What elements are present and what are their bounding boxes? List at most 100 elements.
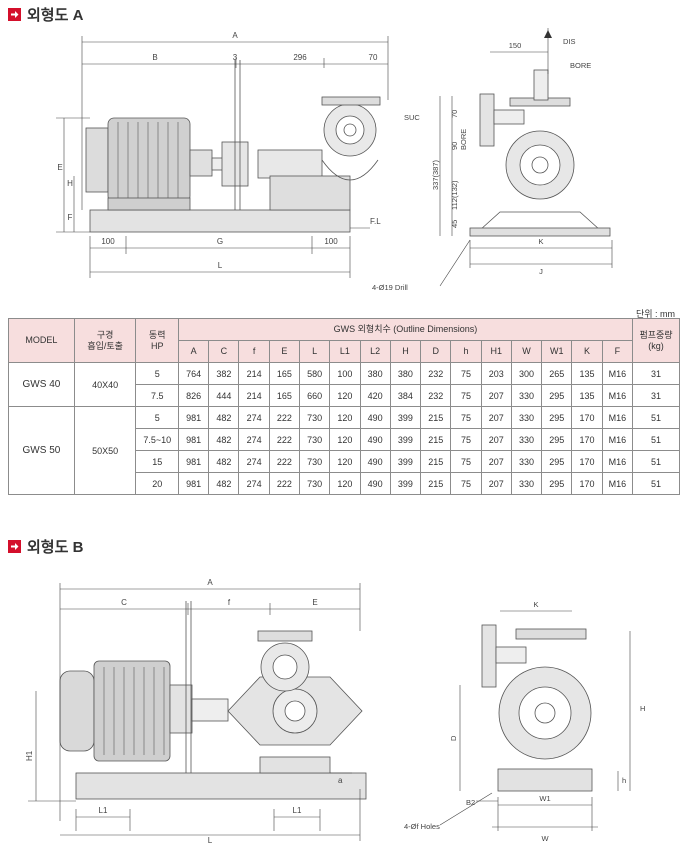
dimension-cell: M16 [601,384,634,407]
dimension-cell: 482 [208,472,240,495]
dimension-cell: 215 [420,450,452,473]
dim-90-label: 90 [450,142,459,150]
dimension-cell: 482 [208,428,240,451]
dim-h-label: H [67,179,73,188]
dim-b-a-label: A [207,578,213,587]
col-c: C [208,340,240,363]
dim-b-h-small-label: h [622,776,626,785]
col-h1: H1 [480,340,512,363]
dimension-cell: 265 [541,362,573,385]
dimension-cell: 730 [299,450,331,473]
dimension-cell: 215 [420,428,452,451]
weight-cell: 51 [632,406,680,429]
dimension-cell: 214 [238,384,270,407]
dim-b-f-label: f [228,598,231,607]
dimension-cell: M16 [601,450,634,473]
dimension-cell: 222 [268,406,301,429]
dimension-cell: 490 [359,450,391,473]
hp-cell: 5 [135,406,179,429]
dim-b-k-label: K [533,600,538,609]
dim-3-label: 3 [233,53,238,62]
dimension-cell: M16 [601,362,634,385]
dimension-cell: 170 [571,428,603,451]
dim-70-side-label: 70 [450,110,459,118]
dimension-cell: 207 [480,428,512,451]
col-l: L [299,340,331,363]
dimension-cell: 384 [389,384,422,407]
hp-cell: 7.5 [135,384,179,407]
dimension-cell: 120 [329,472,361,495]
dimension-cell: 165 [268,384,301,407]
dimension-cell: M16 [601,406,634,429]
dimension-cell: M16 [601,472,634,495]
dimension-cell: 215 [420,406,452,429]
dim-a-label: A [232,31,238,40]
dimension-cell: 730 [299,406,331,429]
dimension-cell: 295 [541,472,573,495]
dimension-cell: 482 [208,450,240,473]
weight-cell: 31 [632,362,680,385]
section-a-title-text: 외형도 A [27,7,84,24]
unit-label: 단위 : mm [635,309,675,319]
weight-cell: 51 [632,472,680,495]
hp-cell: 5 [135,362,179,385]
col-w1: W1 [541,340,573,363]
dimension-cell: 444 [208,384,240,407]
dim-b-label: B [152,53,157,62]
dim-b-w1-label: W1 [539,794,550,803]
bore-cell: 50X50 [73,406,137,495]
dis-label: DIS [563,37,576,46]
outline-drawing-a: A B 3 296 70 E H F F.L 100 G 100 L [56,28,613,292]
outline-drawing-b: A C f E H1 L1 L1 L a K D H h B2 W1 [25,578,645,845]
dimension-cell: 207 [480,406,512,429]
dimension-cell: 330 [510,472,543,495]
dimension-cell: 170 [571,450,603,473]
dimension-cell: 135 [571,384,603,407]
dimension-cell: 120 [329,428,361,451]
dimension-cell: 330 [510,406,543,429]
dimension-cell: 120 [329,384,361,407]
dimension-cell: 207 [480,472,512,495]
dim-j-label: J [539,267,543,276]
holes-label: 4-Øf Holes [404,822,440,831]
dimension-cell: 100 [329,362,361,385]
section-b-title-text: 외형도 B [27,539,84,556]
dim-b-l1-left: L1 [99,806,108,815]
dimension-cell: M16 [601,428,634,451]
dim-b-w-label: W [541,834,549,843]
dimension-cell: 580 [299,362,331,385]
dimension-cell: 490 [359,472,391,495]
dimension-cell: 222 [268,472,301,495]
dimension-cell: 399 [389,450,422,473]
dimension-cell: 490 [359,428,391,451]
bore-cell: 40X40 [73,362,137,407]
dim-150-label: 150 [509,41,522,50]
dim-b-l-label: L [208,836,213,845]
bore-top-label: BORE [570,61,591,70]
dimension-cell: 222 [268,450,301,473]
dim-g-label: G [217,237,223,246]
dimension-cell: 75 [450,472,482,495]
dim-45-label: 45 [450,220,459,228]
dimension-cell: 330 [510,450,543,473]
dimension-cell: 170 [571,406,603,429]
dimension-cell: 75 [450,428,482,451]
dim-f-label: F [68,213,73,222]
dimension-cell: 660 [299,384,331,407]
header-weight: 펌프중량(kg) [632,318,680,363]
dimension-cell: 380 [389,362,422,385]
dimension-cell: 764 [177,362,210,385]
dim-100-left: 100 [101,237,115,246]
dimension-cell: 730 [299,428,331,451]
dimension-cell: 399 [389,472,422,495]
dimension-cell: 330 [510,428,543,451]
section-b-title: 외형도 B [8,536,83,557]
col-w: W [510,340,543,363]
dimension-cell: 399 [389,428,422,451]
weight-cell: 31 [632,384,680,407]
dimension-cell: 981 [177,406,210,429]
dim-b-e-label: E [312,598,317,607]
dimension-cell: 207 [480,384,512,407]
